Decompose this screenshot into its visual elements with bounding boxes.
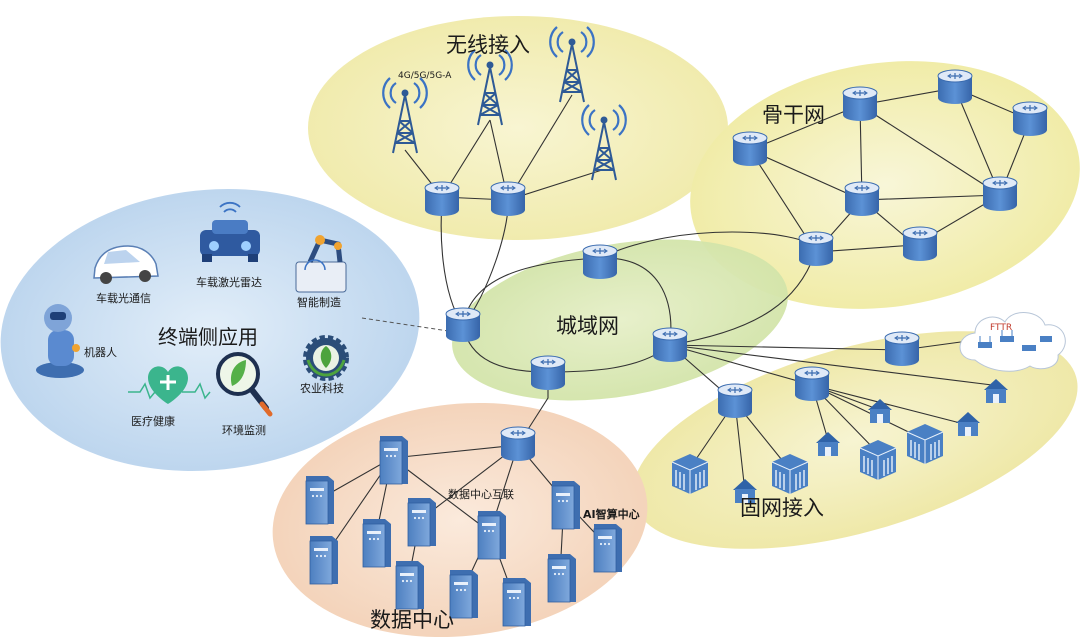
wireless-region [308, 16, 728, 240]
lidar-car-icon [200, 201, 260, 262]
terminal-title: 终端侧应用 [158, 325, 258, 349]
fixed-title: 固网接入 [740, 496, 824, 520]
robot-arm-icon [295, 235, 347, 293]
backbone-title: 骨干网 [762, 103, 825, 127]
wireless-title: 无线接入 [446, 33, 530, 57]
fttr-label: FTTR [990, 323, 1012, 333]
robot-icon [36, 304, 84, 378]
app-label-env: 环境监测 [222, 423, 266, 437]
tower-tech-label: 4G/5G/5G-A [398, 71, 452, 81]
fttr-cloud: FTTR [959, 312, 1066, 372]
ai-center-label: AI智算中心 [583, 507, 640, 521]
datacenter-title: 数据中心 [370, 608, 454, 632]
app-label-medical: 医疗健康 [131, 414, 175, 428]
magnifier-leaf-icon [216, 352, 273, 417]
app-label-robot: 机器人 [84, 345, 117, 359]
metro-title: 城域网 [556, 314, 619, 338]
medical-heart-icon [128, 366, 211, 404]
car-icon [93, 245, 159, 284]
app-label-agri: 农业科技 [300, 381, 344, 395]
terminal-link [361, 317, 456, 333]
app-label-smart-mfg: 智能制造 [297, 295, 341, 309]
app-label-lidar: 车载激光雷达 [196, 275, 262, 289]
app-label-car-optical: 车载光通信 [96, 291, 151, 305]
backbone-region [690, 61, 1080, 309]
agri-gear-icon [303, 335, 349, 381]
dc-interconnect-label: 数据中心互联 [448, 487, 514, 501]
